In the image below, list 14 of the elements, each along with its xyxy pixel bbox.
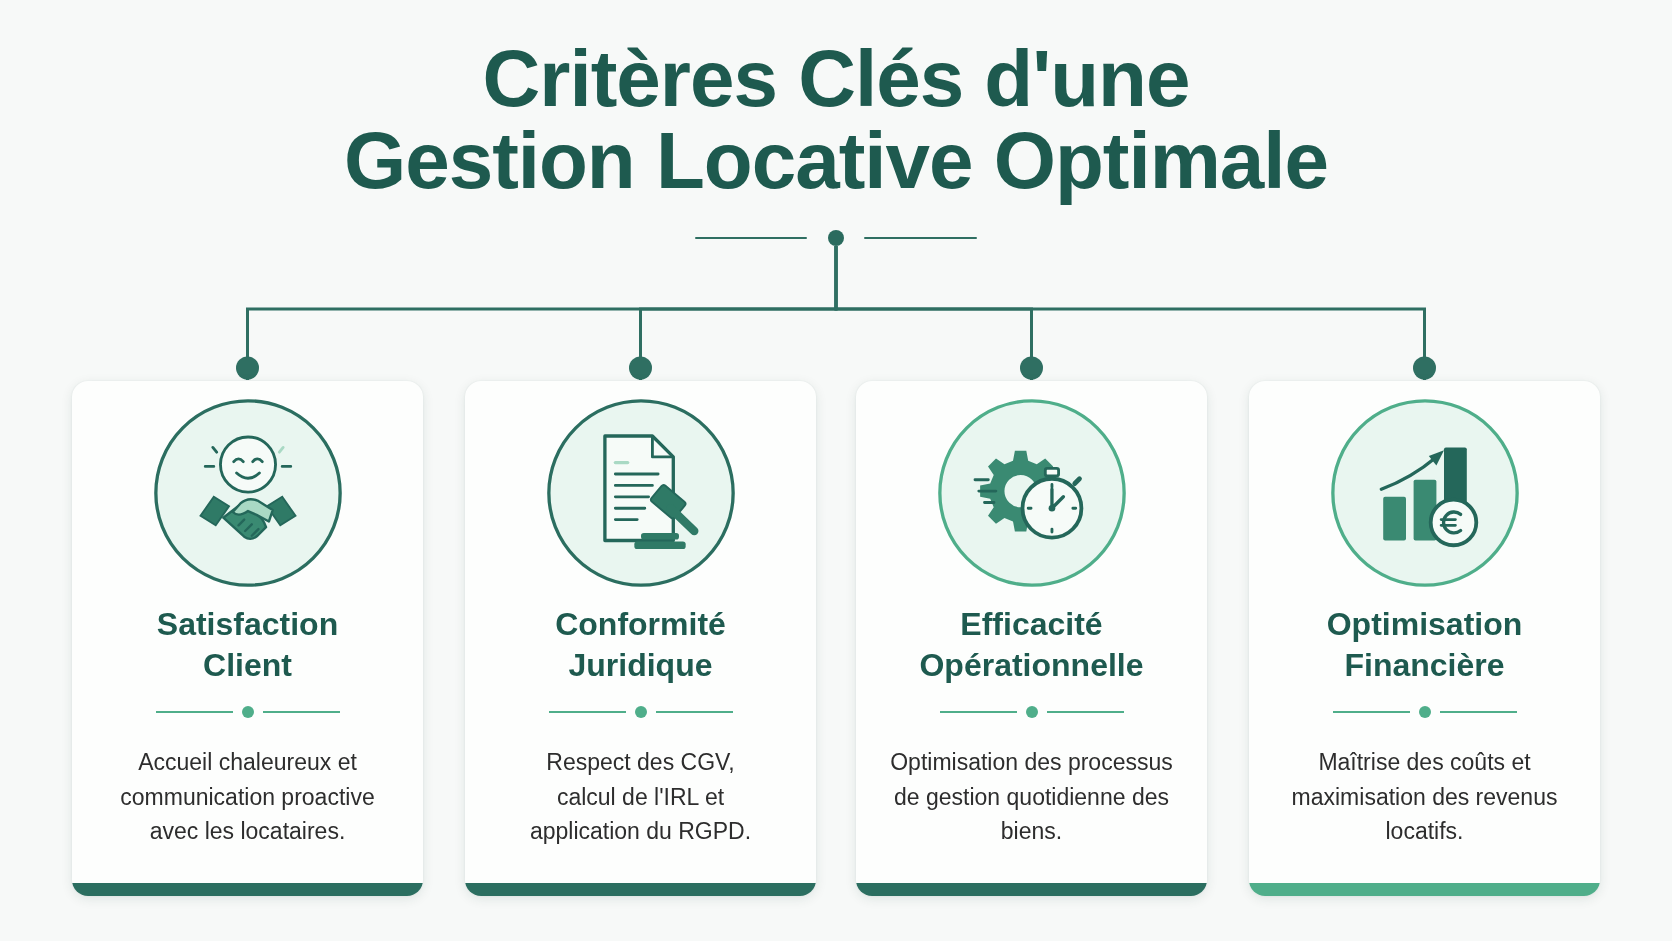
hub-dot bbox=[828, 230, 844, 246]
card-heading: Efficacité Opérationnelle bbox=[918, 605, 1145, 685]
connector-line bbox=[834, 246, 1436, 380]
card-heading: Satisfaction Client bbox=[155, 605, 340, 685]
card-description: Maîtrise des coûts et maximisation des revenus locatifs. bbox=[1290, 748, 1559, 846]
criterion-card bbox=[72, 381, 423, 896]
card-heading: Optimisation Financière bbox=[1325, 605, 1524, 685]
card-description: Respect des CGV, calcul de l'IRL et application du RGPD. bbox=[528, 748, 753, 846]
criterion-card bbox=[1249, 381, 1600, 896]
criterion-card bbox=[856, 381, 1207, 896]
card-description: Accueil chaleureux et communication proactive avec les locataires. bbox=[119, 748, 376, 846]
criterion-card bbox=[465, 381, 816, 896]
card-heading: Conformité Juridique bbox=[554, 605, 727, 685]
card-description: Optimisation des processus de gestion quotidienne des biens. bbox=[889, 748, 1174, 846]
